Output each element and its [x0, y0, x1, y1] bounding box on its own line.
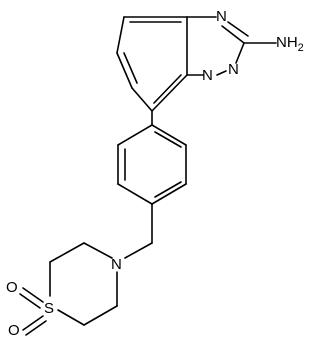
bond: [235, 42, 245, 64]
linker-and-thiomorpholine: [49, 203, 153, 326]
atom-label-n-thiomorpholine: N: [111, 256, 122, 273]
atom-label-n1: N: [216, 8, 227, 25]
bond: [116, 16, 125, 54]
phenyl-ring: [117, 110, 187, 205]
bond: [49, 242, 85, 263]
bond: [117, 124, 153, 146]
amine-group-label: NH2: [276, 34, 304, 54]
bond: [151, 74, 188, 112]
bond: [57, 309, 85, 326]
bond: [151, 183, 187, 205]
amine-subscript: 2: [298, 42, 304, 54]
pyridine-ring: [116, 16, 188, 112]
bond: [131, 87, 153, 112]
bond: [221, 25, 245, 44]
amine-label: NH: [276, 34, 298, 51]
bond: [25, 320, 47, 336]
bond: [227, 21, 249, 37]
bond: [83, 242, 113, 259]
bond: [83, 305, 118, 326]
bond: [22, 315, 44, 331]
bond: [116, 52, 133, 89]
bond: [151, 124, 187, 146]
bond: [123, 52, 138, 84]
chemical-structure-diagram: N N N NH2 N S O O: [6, 8, 304, 339]
atom-label-oxygen-bottom: O: [8, 322, 20, 339]
bond: [153, 74, 182, 104]
bond: [22, 287, 44, 303]
triazole-ring: [186, 16, 277, 76]
atom-labels: N N N NH2 N S O O: [6, 8, 304, 339]
atom-label-sulfur: S: [44, 300, 54, 317]
atom-label-n3: N: [228, 61, 239, 78]
bond: [154, 181, 182, 198]
atom-label-n-bridgehead: N: [202, 67, 213, 84]
bond: [154, 131, 182, 148]
bond: [117, 183, 153, 205]
bond: [216, 70, 227, 76]
bond: [19, 293, 41, 309]
atom-label-oxygen-top: O: [6, 279, 18, 296]
bond: [124, 242, 153, 259]
sulfonyl-group: [19, 287, 47, 336]
